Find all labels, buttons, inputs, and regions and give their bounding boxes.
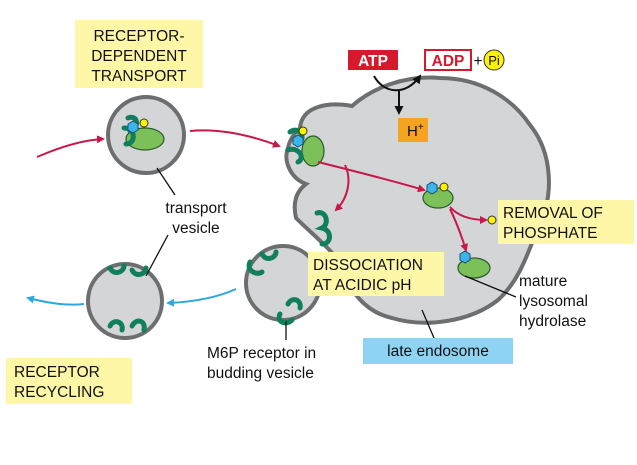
released-phosphate — [487, 215, 497, 225]
receptor-dependent-transport-line2: DEPENDENT — [91, 48, 187, 65]
plus-label: + — [473, 53, 482, 70]
receptor-dependent-transport-bg — [75, 20, 203, 88]
atp-reaction-arrow — [373, 74, 422, 92]
arrow-to-mature — [449, 208, 468, 252]
late-endosome-label: late endosome — [387, 343, 489, 360]
receptor-recycling-line2: RECYCLING — [14, 384, 104, 401]
pi-badge — [483, 49, 505, 71]
leader-lines — [145, 167, 517, 340]
arrow-phosphate-removal — [449, 206, 488, 224]
receptor-recycling-bg — [6, 358, 132, 404]
arrow-into-vesicle — [36, 135, 105, 158]
removal-phosphate-line1: REMOVAL OF — [503, 205, 603, 222]
arrow-recycle-1 — [166, 288, 237, 307]
free-receptor — [314, 210, 332, 247]
transport-vesicle-line2: vesicle — [172, 220, 219, 237]
dissociation-line2: AT ACIDIC pH — [313, 277, 411, 294]
mature-hydrolase-line3: hydrolase — [519, 313, 586, 330]
arrow-to-hydrolase — [317, 161, 426, 193]
arrow-recycle-2 — [26, 295, 85, 306]
removal-phosphate-line2: PHOSPHATE — [503, 225, 597, 242]
mature-hydrolase-line1: mature — [519, 273, 567, 290]
pi-label: Pi — [488, 53, 500, 68]
removal-phosphate-bg — [498, 200, 634, 244]
hydrolase-with-phosphate — [422, 181, 454, 209]
receptor-enzyme-complex-1 — [121, 114, 165, 151]
adp-label: ADP — [432, 53, 465, 70]
atp-badge — [348, 50, 398, 70]
h-plus-label: H+ — [407, 122, 424, 140]
transport-vesicle-line1: transport — [165, 200, 227, 217]
mature-hydrolase-line2: lysosomal — [519, 293, 588, 310]
receptor-dependent-transport-line3: TRANSPORT — [91, 68, 187, 85]
atp-label: ATP — [358, 53, 388, 70]
receptor-dependent-transport-line1: RECEPTOR- — [93, 28, 184, 45]
arrow-to-receptor — [334, 164, 350, 212]
recycling-vesicle — [86, 262, 164, 340]
receptor-recycling-line1: RECEPTOR — [14, 364, 100, 381]
adp-badge — [424, 49, 472, 71]
m6p-receptor-line2: budding vesicle — [207, 365, 314, 382]
receptors-recycling-vesicle — [107, 263, 149, 333]
receptor-enzyme-complex-2 — [285, 126, 325, 167]
dissociation-bg — [308, 252, 444, 296]
receptors-budding-vesicle — [246, 249, 303, 326]
late-endosome-bg — [363, 338, 513, 364]
h-plus-badge — [398, 118, 428, 142]
arrow-vesicle-to-endosome — [189, 129, 281, 148]
mature-hydrolase — [457, 250, 491, 279]
m6p-receptor-line1: M6P receptor in — [207, 345, 316, 362]
dissociation-line1: DISSOCIATION — [313, 257, 423, 274]
